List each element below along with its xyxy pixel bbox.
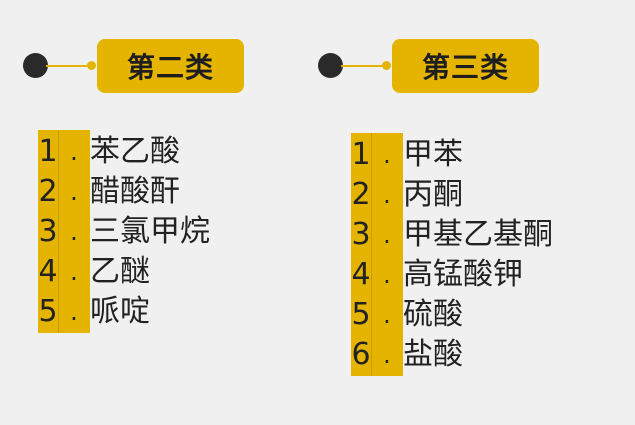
item-name: 乙醚: [90, 254, 150, 289]
item-separator: .: [383, 341, 391, 369]
item-separator: .: [383, 221, 391, 249]
item-number: 6: [351, 337, 371, 372]
category-title: 第三类: [392, 39, 539, 93]
list-item: 5 . 硫酸: [351, 295, 553, 335]
item-number: 2: [351, 177, 371, 212]
item-name: 哌啶: [90, 294, 150, 329]
item-number: 1: [351, 137, 371, 172]
item-name: 甲苯: [403, 137, 463, 172]
item-name: 硫酸: [403, 297, 463, 332]
item-number: 4: [38, 254, 58, 289]
item-separator: .: [383, 181, 391, 209]
connector-line: [341, 65, 389, 67]
item-number: 4: [351, 257, 371, 292]
number-band: [38, 130, 90, 333]
list-item: 2 . 丙酮: [351, 175, 553, 215]
item-number: 5: [351, 297, 371, 332]
list-item: 4 . 乙醚: [38, 252, 210, 292]
bullet-dot: [318, 53, 343, 78]
list-item: 5 . 哌啶: [38, 292, 210, 332]
item-number: 3: [38, 214, 58, 249]
list-item: 3 . 甲基乙基酮: [351, 215, 553, 255]
item-name: 丙酮: [403, 177, 463, 212]
category-title: 第二类: [97, 39, 244, 93]
item-separator: .: [70, 178, 78, 206]
list-item: 1 . 甲苯: [351, 135, 553, 175]
item-separator: .: [383, 261, 391, 289]
item-separator: .: [70, 258, 78, 286]
item-name: 苯乙酸: [90, 134, 180, 169]
number-band: [351, 133, 403, 376]
connector-knob: [382, 61, 391, 70]
bullet-dot: [23, 53, 48, 78]
item-name: 三氯甲烷: [90, 214, 210, 249]
list-item: 6 . 盐酸: [351, 335, 553, 375]
list-item: 1 . 苯乙酸: [38, 132, 210, 172]
item-number: 5: [38, 294, 58, 329]
item-number: 2: [38, 174, 58, 209]
number-band-divider: [58, 130, 59, 333]
item-separator: .: [383, 141, 391, 169]
connector-knob: [87, 61, 96, 70]
item-number: 1: [38, 134, 58, 169]
item-separator: .: [70, 298, 78, 326]
substance-list: 1 . 苯乙酸 2 . 醋酸酐 3 . 三氯甲烷 4 . 乙醚 5 . 哌啶: [38, 132, 210, 332]
item-number: 3: [351, 217, 371, 252]
list-item: 3 . 三氯甲烷: [38, 212, 210, 252]
item-name: 甲基乙基酮: [403, 217, 553, 252]
item-name: 盐酸: [403, 337, 463, 372]
substance-list: 1 . 甲苯 2 . 丙酮 3 . 甲基乙基酮 4 . 高锰酸钾 5 . 硫酸 …: [351, 135, 553, 375]
item-name: 高锰酸钾: [403, 257, 523, 292]
item-separator: .: [70, 218, 78, 246]
number-band-divider: [371, 133, 372, 376]
item-separator: .: [383, 301, 391, 329]
connector-line: [46, 65, 94, 67]
item-separator: .: [70, 138, 78, 166]
list-item: 2 . 醋酸酐: [38, 172, 210, 212]
list-item: 4 . 高锰酸钾: [351, 255, 553, 295]
item-name: 醋酸酐: [90, 174, 180, 209]
